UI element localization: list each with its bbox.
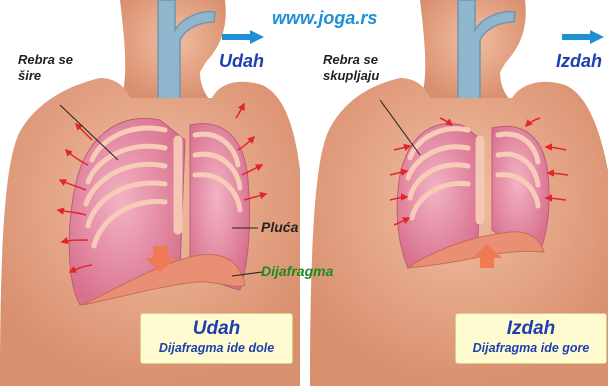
right-phase-title: Izdah <box>556 51 602 72</box>
left-ribs-label-line2: šire <box>18 68 41 83</box>
diaphragm-label: Dijafragma <box>261 263 333 279</box>
left-ribs-label: Rebra se šire <box>18 52 73 84</box>
right-ribs-label-line1: Rebra se <box>323 52 378 67</box>
lungs-label: Pluća <box>261 219 298 235</box>
left-box-text: Dijafragma ide dole <box>141 340 292 356</box>
right-info-box: Izdah Dijafragma ide gore <box>455 313 607 364</box>
right-box-title: Izdah <box>456 318 606 340</box>
left-box-title: Udah <box>141 318 292 340</box>
right-ribs-label: Rebra se skupljaju <box>323 52 379 84</box>
right-ribs-label-line2: skupljaju <box>323 68 379 83</box>
site-url: www.joga.rs <box>272 8 377 29</box>
left-ribs-label-line1: Rebra se <box>18 52 73 67</box>
right-box-text: Dijafragma ide gore <box>456 340 606 356</box>
right-exhale-arrow <box>562 30 604 44</box>
left-inhale-arrow <box>222 30 264 44</box>
left-info-box: Udah Dijafragma ide dole <box>140 313 293 364</box>
left-phase-title: Udah <box>219 51 264 72</box>
